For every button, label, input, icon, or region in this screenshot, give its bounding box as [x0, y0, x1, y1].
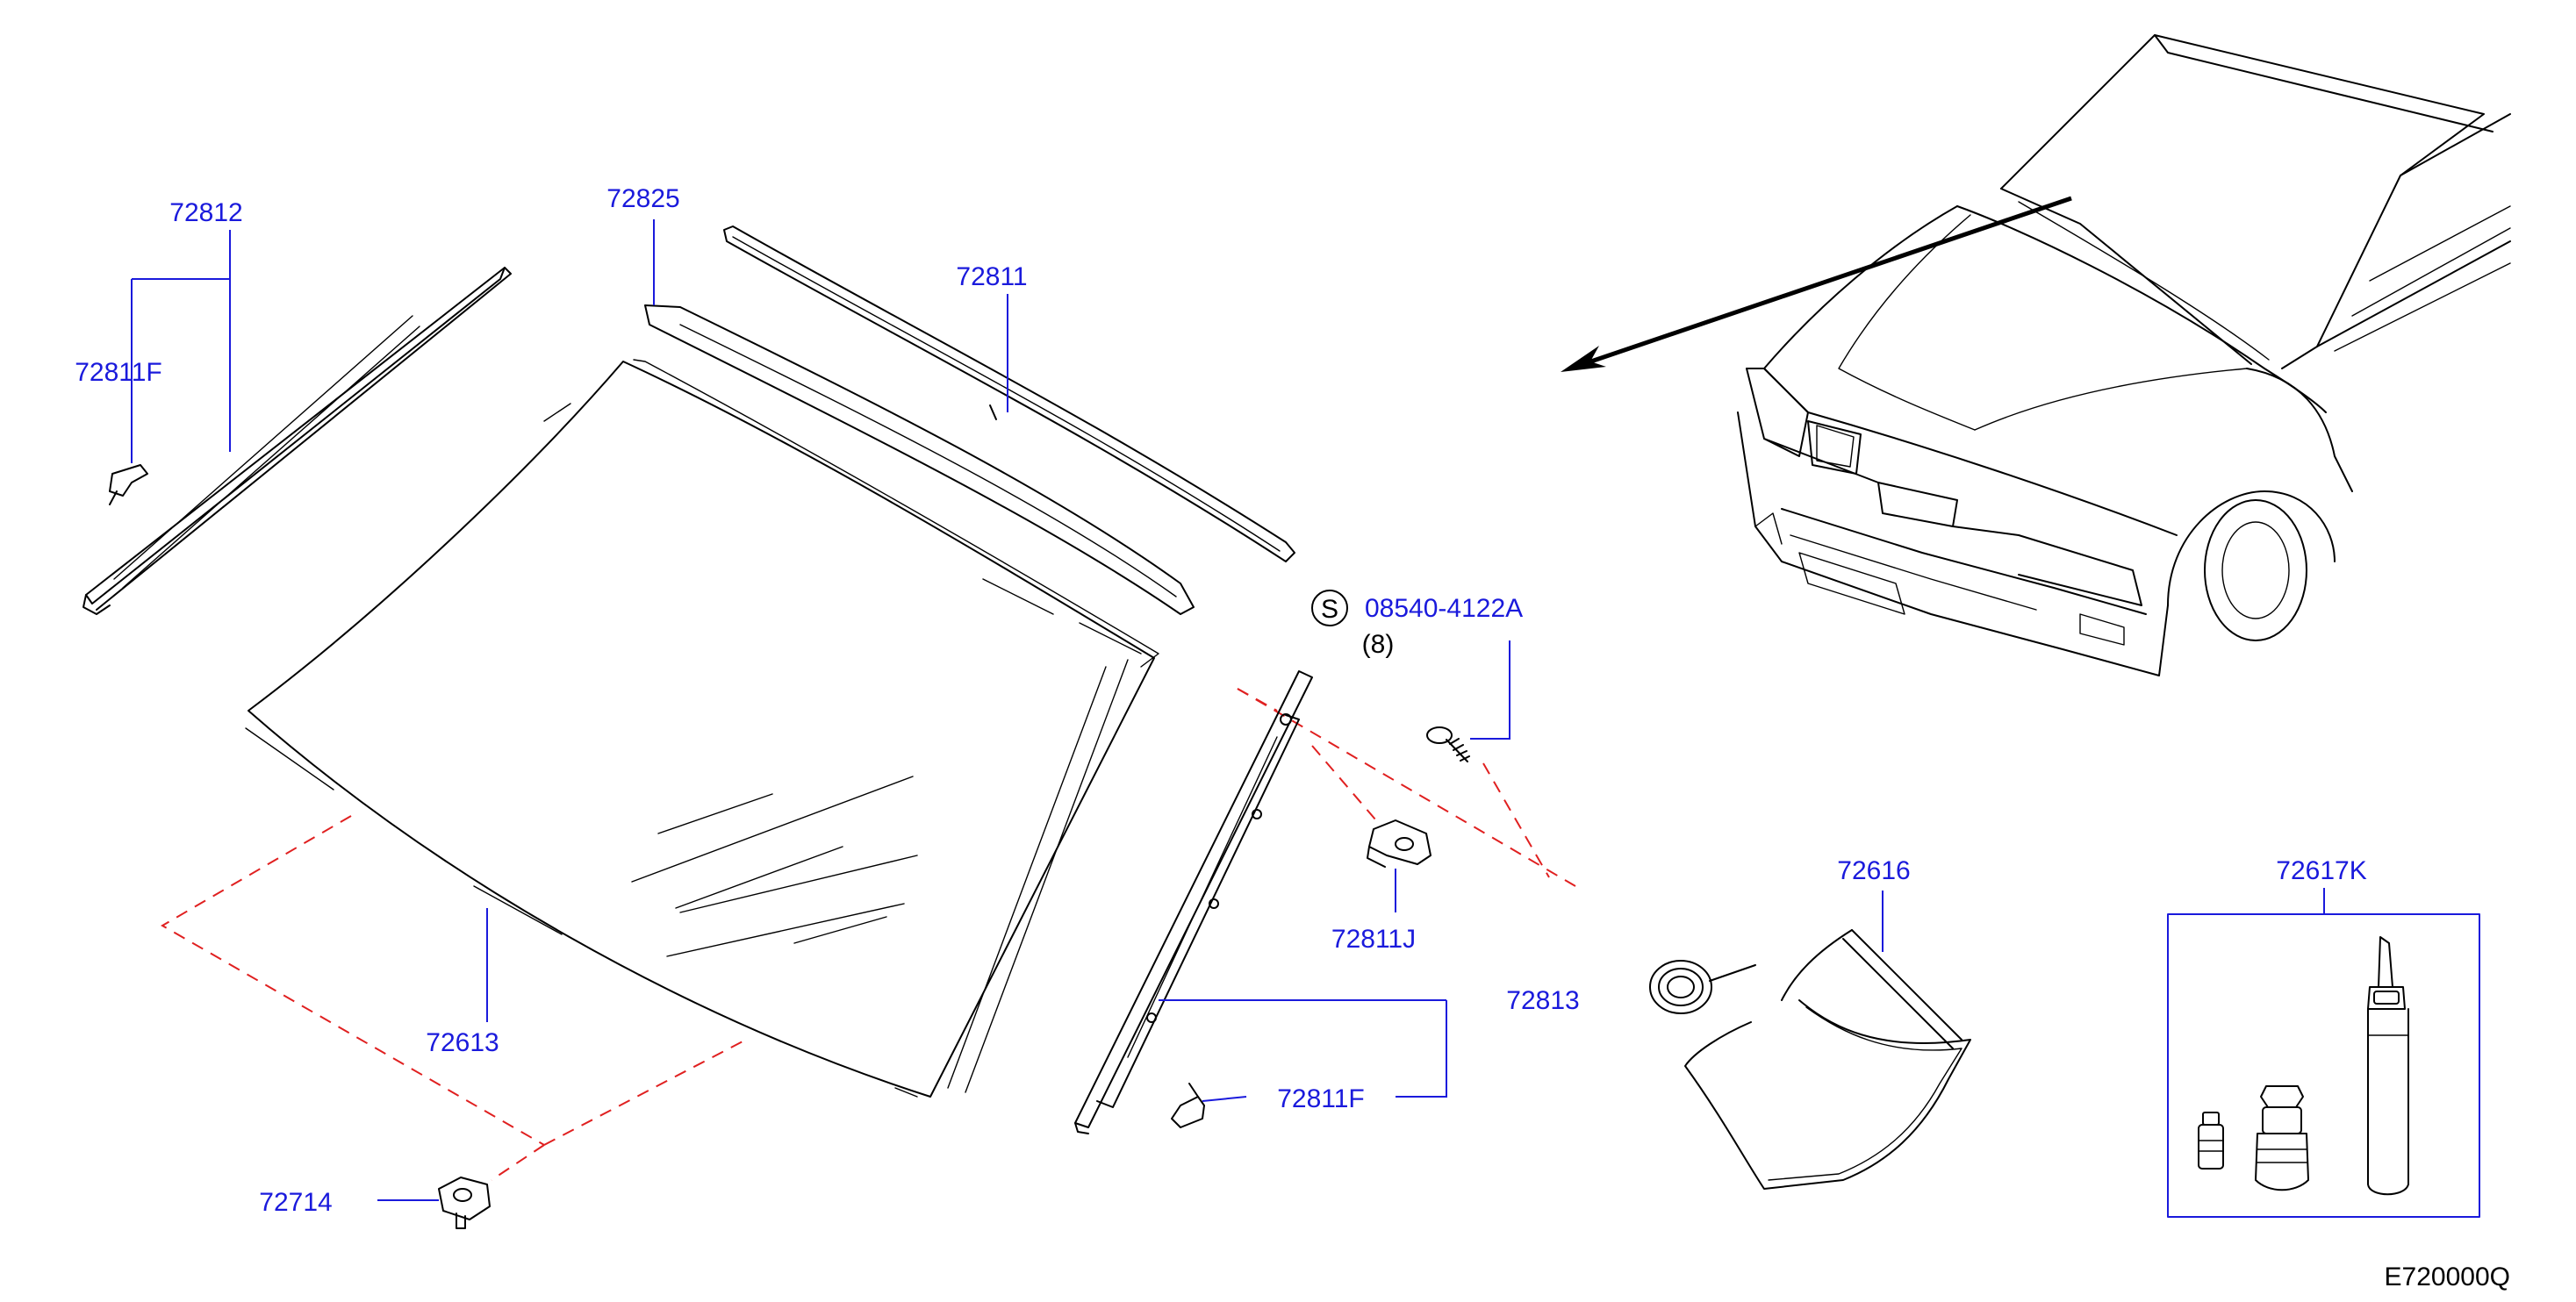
callout-72617K[interactable]: 72617K: [2276, 856, 2366, 885]
part-08540-4122A-screw[interactable]: [1426, 726, 1470, 762]
direction-arrow: [1561, 196, 2072, 372]
callout-72811[interactable]: 72811: [956, 262, 1027, 291]
part-72811-moulding[interactable]: [723, 225, 1295, 562]
standard-part-symbol-letter: S: [1321, 595, 1338, 624]
part-72812-moulding[interactable]: [83, 267, 512, 615]
part-72613-windshield[interactable]: [245, 359, 1159, 1098]
diagram-code: E720000Q: [2385, 1263, 2510, 1291]
part-72811F-clip-left[interactable]: [109, 464, 148, 505]
part-72825-moulding[interactable]: [644, 304, 1195, 615]
part-72813-moulding[interactable]: [1074, 670, 1313, 1134]
callout-72811J[interactable]: 72811J: [1331, 925, 1416, 954]
standard-part-symbol: [1311, 590, 1348, 626]
callout-72813[interactable]: 72813: [1506, 986, 1579, 1015]
quantity-08540-4122A: (8): [1362, 630, 1395, 659]
part-72811F-clip-right[interactable]: [1171, 1083, 1205, 1128]
part-72811J-clip[interactable]: [1367, 819, 1432, 868]
callout-72714[interactable]: 72714: [259, 1188, 332, 1217]
callout-72812[interactable]: 72812: [169, 198, 242, 227]
part-72616-dam-rubber[interactable]: [1649, 929, 1971, 1190]
vehicle-illustration: [1737, 34, 2511, 676]
dashed-guide-lines: [161, 688, 1576, 1181]
callout-72613[interactable]: 72613: [426, 1028, 499, 1057]
part-72617K-adhesive-kit[interactable]: [2167, 913, 2480, 1218]
callout-72616[interactable]: 72616: [1837, 856, 1910, 885]
part-72714-clip[interactable]: [438, 1177, 491, 1229]
leader-lines: [131, 219, 2325, 1201]
callout-72825[interactable]: 72825: [606, 184, 679, 213]
callout-72811F-right[interactable]: 72811F: [1277, 1084, 1365, 1113]
callout-72811F-left[interactable]: 72811F: [75, 358, 162, 387]
callout-08540-4122A[interactable]: 08540-4122A: [1365, 594, 1523, 623]
